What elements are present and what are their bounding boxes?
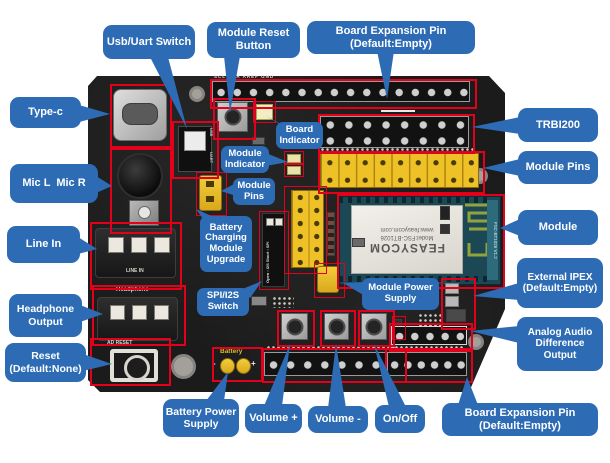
jack-hole (110, 305, 125, 320)
pin-label-marks (389, 345, 465, 349)
smd-cluster (418, 313, 444, 326)
headphone-label: Headphone (116, 287, 149, 293)
highlight-reset-button (213, 98, 256, 140)
callout-module-pins-right: Module Pins (518, 151, 598, 184)
callout-on-off: On/Off (375, 405, 425, 433)
module-castellation-top (339, 197, 489, 203)
highlight-trbi200 (318, 114, 475, 154)
callout-usb-uart-switch: Usb/Uart Switch (103, 25, 195, 59)
battery-plus: + (251, 359, 256, 368)
mounting-hole (189, 86, 205, 102)
top-pin-header (212, 81, 470, 102)
callout-volume-plus: Volume + (245, 404, 302, 433)
ad-reset-label: AD RESET (107, 340, 133, 346)
on-off-button-component (361, 313, 387, 340)
jack-hole (108, 237, 124, 253)
highlight-ipex (441, 278, 476, 330)
callout-board-expansion-pin-bottom: Board Expansion Pin (Default:Empty) (442, 403, 598, 436)
analog-audio-header (391, 326, 467, 345)
smd (252, 137, 265, 145)
jack-hole (132, 305, 147, 320)
highlight-board-led (253, 101, 276, 123)
highlight-type-c (110, 84, 172, 148)
ipex-footprint (446, 309, 466, 322)
smd (352, 238, 365, 247)
highlight-volume-plus (277, 310, 315, 347)
highlight-module-led (284, 163, 304, 177)
smd (251, 296, 267, 306)
resistor-column (327, 212, 335, 256)
microphone (117, 153, 163, 199)
module-indicator-led (287, 166, 301, 175)
callout-external-ipex: External IPEX (Default:Empty) (517, 258, 603, 308)
callout-module: Module (518, 210, 598, 245)
line-in-label: LINE IN (126, 268, 144, 274)
callout-board-indicator: Board Indicator (276, 122, 323, 149)
callout-spi-i2s-switch: SPI/I2S Switch (197, 288, 249, 316)
highlight-module-pins-jumper (196, 172, 227, 216)
highlight-small-component (392, 316, 406, 340)
spi-pad (266, 218, 274, 226)
highlight-mid-pins (284, 186, 327, 274)
volume-minus-button-component (324, 313, 349, 340)
callout-module-power-supply: Module Power Supply (362, 278, 439, 310)
module-smd (440, 224, 450, 234)
jumper-slot (206, 181, 214, 187)
callout-module-reset-button: Module Reset Button (207, 22, 300, 58)
callout-board-expansion-pin-top: Board Expansion Pin (Default:Empty) (307, 21, 475, 54)
usb-label: USB (209, 128, 214, 137)
callout-trbi200: TRBI200 (518, 108, 598, 142)
highlight-module (337, 194, 505, 289)
callout-volume-minus: Volume - (308, 406, 368, 433)
jack-hole (154, 305, 169, 320)
silk-dash (381, 110, 415, 112)
jumper-slot (206, 196, 214, 202)
callout-module-pins-onboard: Module Pins (233, 178, 275, 205)
highlight-volume-minus (320, 310, 356, 347)
switch-lever (184, 131, 206, 151)
callout-module-indicator: Module Indicator (221, 146, 269, 173)
jack-hole (154, 237, 170, 253)
highlight-spi-strip (259, 211, 289, 290)
highlight-power-jumper (314, 263, 345, 298)
module-smd (440, 206, 450, 220)
highlight-bottom-header-right (385, 348, 473, 383)
volume-plus-button-component (281, 313, 308, 340)
smd-cluster (272, 296, 294, 308)
ipex-pad (445, 296, 459, 307)
callout-analog-audio-difference-output: Analog Audio Difference Output (517, 317, 603, 371)
mounting-hole (171, 354, 196, 379)
highlight-headphone (92, 285, 186, 346)
highlight-ad-reset (90, 338, 171, 386)
highlight-usb-uart-switch (172, 121, 219, 179)
mic-aux-hole (138, 206, 151, 219)
jack-hole (131, 237, 147, 253)
battery-minus: - (213, 359, 216, 368)
spi-pad (275, 218, 283, 226)
highlight-top-header (210, 79, 477, 109)
mid-jumper-pins (291, 190, 324, 268)
callout-reset: Reset (Default:None) (5, 343, 86, 382)
battery-label: Battery (220, 348, 243, 355)
highlight-line-in (90, 222, 182, 290)
uart-label: UART (209, 152, 214, 164)
module-pcb-label: FSC-BT1026 V1.2 (487, 200, 498, 280)
callout-headphone-output: Headphone Output (9, 294, 82, 337)
ad-reset-button-component (124, 355, 150, 381)
highlight-battery (212, 347, 263, 382)
callout-line-in: Line In (7, 226, 80, 263)
pin-number-marks (320, 147, 475, 151)
top-header-pin-labels: SCL SDA AREF GND (214, 74, 275, 79)
callout-battery-power-supply: Battery Power Supply (163, 399, 239, 437)
battery-connector (236, 358, 251, 374)
trbi200-header (320, 116, 469, 148)
callout-type-c: Type-c (10, 97, 81, 128)
highlight-module-pins (318, 151, 485, 194)
callout-battery-charging-module-upgrade: Battery Charging Module Upgrade (200, 216, 252, 272)
callout-mic-l-mic-r: Mic L Mic R (10, 164, 98, 203)
